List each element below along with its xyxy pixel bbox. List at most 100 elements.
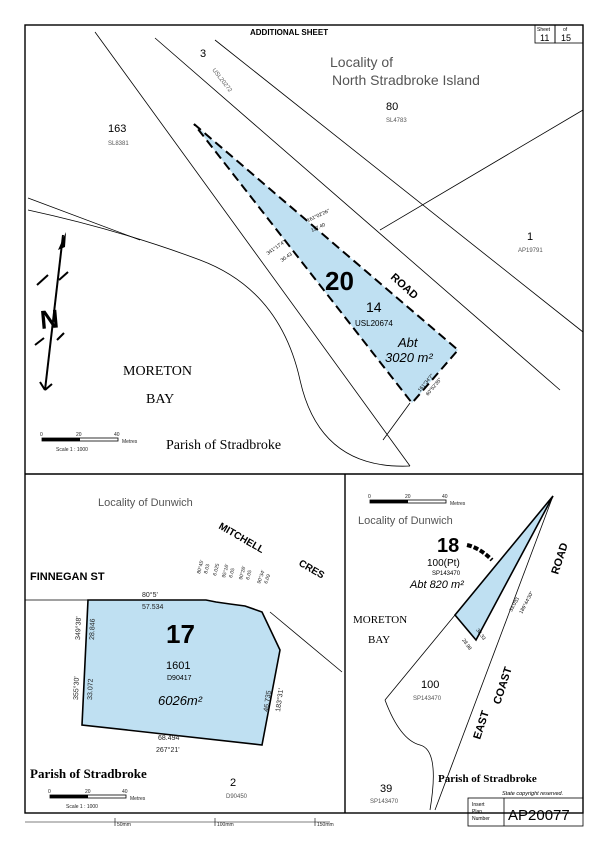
svg-text:0: 0 [48,789,51,795]
water-label-moreton-right: MORETON [353,614,407,626]
boundary-line [382,402,411,441]
svg-text:Insert: Insert [472,802,485,808]
parcel-39: 39 [380,783,392,795]
locality-dunwich-right: Locality of Dunwich [358,515,453,527]
svg-text:0: 0 [368,494,371,500]
lot-18-area: Abt 820 m² [409,579,464,591]
bearing-left: 355°30' [72,676,81,700]
svg-text:6.05: 6.05 [228,567,236,578]
svg-text:8.03: 8.03 [203,563,211,574]
top-panel: Locality of North Stradbroke Island 3 US… [27,31,584,467]
svg-text:6.025: 6.025 [212,563,221,577]
parish-label-bottom-right: Parish of Stradbroke [438,773,537,785]
boundary-line [379,109,584,231]
water-label-bay-right: BAY [368,634,390,646]
water-label-moreton: MORETON [123,364,192,379]
coastline [384,699,434,811]
svg-text:6.09: 6.09 [263,573,272,584]
svg-text:Scale 1 : 1000: Scale 1 : 1000 [56,447,88,453]
footer: State copyright reserved. Insert Plan Nu… [25,791,584,828]
road-label-right: ROAD [549,541,570,576]
svg-text:95°16': 95°16' [221,563,230,578]
parcel-3: 3 [200,48,206,60]
plan-number: AP20077 [508,807,570,824]
bottom-left-panel: Locality of Dunwich FINNEGAN ST MITCHELL… [25,497,343,810]
svg-text:6.05: 6.05 [245,569,253,580]
parcel-100-ref: SP143470 [413,696,442,702]
svg-text:Metres: Metres [450,501,466,507]
locality-line-2: North Stradbroke Island [332,72,480,88]
svg-text:90°26': 90°26' [238,565,247,580]
bearing-label: 161°02'26" [306,208,331,224]
sheet-frame [24,24,584,814]
corner-dimensions: 80°45' 8.03 6.025 95°16' 6.05 90°26' 6.0… [196,559,272,584]
svg-text:20: 20 [85,789,91,795]
svg-text:Metres: Metres [122,439,138,445]
sheet-total-box [554,24,584,44]
lot-20-number: 20 [325,266,354,296]
bearing-label: 341°17'4" [266,239,287,256]
street-finnegan: FINNEGAN ST [30,571,105,583]
street-mitchell: MITCHELL [217,521,266,556]
svg-text:40: 40 [442,494,448,500]
lot-18-boundary [453,495,554,642]
parcel-163: 163 [108,123,126,135]
road-boundary-line [154,37,561,391]
svg-text:Plan: Plan [472,809,482,815]
svg-text:Number: Number [472,816,490,822]
road-boundary-line [214,39,584,333]
bearing-left-top: 349°38' [74,616,83,640]
scale-bar-bottom-right: 0 20 40 Metres [368,494,466,507]
scale-bar-top: 0 20 40 Metres Scale 1 : 1000 [40,432,138,453]
svg-text:150mm: 150mm [317,822,334,828]
road-line [434,495,554,811]
water-label-bay: BAY [146,392,174,407]
coastline [27,209,411,467]
lot-18-number: 18 [437,535,459,557]
north-letter: N [39,303,60,335]
parcel-3-ref: USL20272 [210,68,233,95]
boundary-line [94,31,411,467]
boundary-arc [466,543,494,562]
bearing-bottom: 267°21' [156,746,180,754]
lot-17-area: 6026m² [158,693,203,708]
sheet-total: 15 [561,33,571,43]
millimetre-ruler: 50mm 100mm 150mm [25,818,334,828]
parish-label-bottom-left: Parish of Stradbroke [30,766,147,781]
svg-text:Metres: Metres [130,796,146,802]
distance-bottom: 68.494 [158,735,180,742]
sub-parcel-14-ref: USL20674 [355,319,393,328]
lot-17-boundary [81,599,281,746]
north-arrow: N [34,232,69,391]
sub-parcel-100pt-ref: SP143470 [432,571,461,577]
bearing-top: 80°5' [142,591,158,599]
street-cres: CRES [297,558,327,582]
sub-parcel-14: 14 [366,299,382,315]
scale-bar-bottom-left: 0 20 40 Metres Scale 1 : 1000 [48,789,146,810]
sub-parcel-100pt: 100(Pt) [427,558,460,569]
of-label: of [563,27,568,33]
svg-text:20: 20 [405,494,411,500]
parcel-100: 100 [421,679,439,691]
coastline [27,197,141,241]
svg-text:0: 0 [40,432,43,438]
copyright-text: State copyright reserved. [502,791,563,797]
parcel-1: 1 [527,231,533,243]
svg-text:40: 40 [114,432,120,438]
road-label-east: EAST [471,709,492,741]
svg-text:100mm: 100mm [217,822,234,828]
bearing-right: 183°31' [274,688,285,712]
parcel-1-ref: AP19791 [518,248,543,254]
parish-label-top: Parish of Stradbroke [166,438,281,453]
distance-label: 30.43 [280,251,294,263]
svg-text:20: 20 [76,432,82,438]
sub-parcel-1601: 1601 [166,660,190,672]
svg-text:80°45': 80°45' [196,559,205,574]
sheet-title: ADDITIONAL SHEET [250,28,328,37]
parcel-2-ref: D90450 [226,794,248,800]
parcel-163-ref: SL8381 [108,141,129,147]
lot-17-number: 17 [166,619,195,649]
area-label: Abt [397,335,419,350]
sheet-label: Sheet [537,27,551,33]
